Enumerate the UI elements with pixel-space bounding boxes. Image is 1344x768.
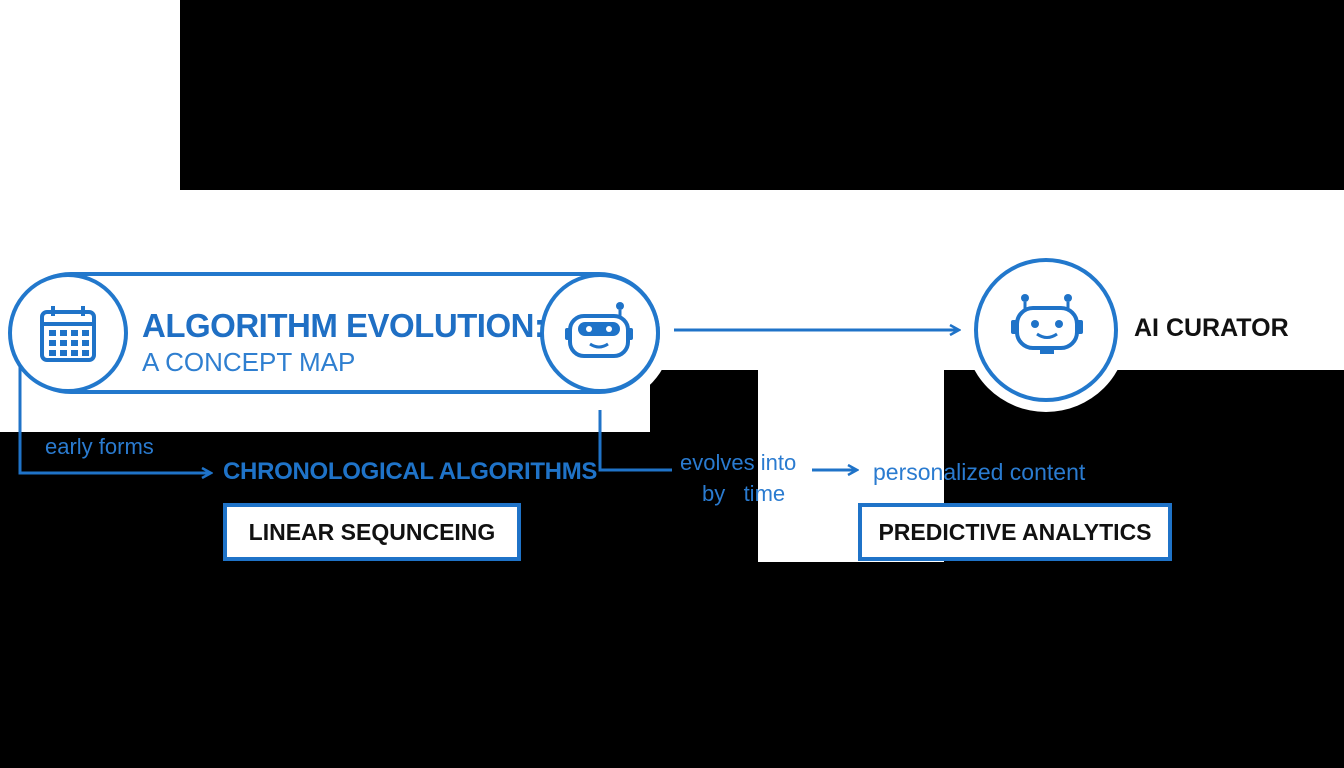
calendar-circle (8, 273, 128, 393)
box-linear-sequencing: LINEAR SEQUNCEING (223, 503, 521, 561)
page-subtitle: A CONCEPT MAP (142, 347, 356, 377)
page-title: ALGORITHM EVOLUTION: (142, 307, 545, 344)
connector-evolves (598, 410, 672, 472)
label-personalized-content: personalized content (873, 459, 1086, 485)
mask-bottom-center (758, 562, 958, 768)
label-ai-curator: AI CURATOR (1134, 314, 1289, 342)
label-evolves-into: evolves into (680, 450, 797, 475)
mask-under-capsule (640, 370, 758, 768)
box-predictive-analytics: PREDICTIVE ANALYTICS (858, 503, 1172, 561)
label-chronological-algorithms: CHRONOLOGICAL ALGORITHMS (223, 458, 598, 485)
arrow-early-forms (18, 365, 210, 473)
robot-icon (565, 302, 633, 358)
halo-middle-strip (630, 370, 650, 432)
mask-left-lower (0, 432, 640, 768)
calendar-icon (40, 306, 96, 362)
box-linear-label: LINEAR SEQUNCEING (248, 518, 496, 545)
mask-right-mid (944, 370, 1344, 768)
mask-top (180, 0, 1344, 190)
label-early-forms: early forms (45, 434, 154, 459)
robot-icon-right (1011, 294, 1083, 354)
label-by-time: by time (702, 481, 786, 506)
box-predictive-label: PREDICTIVE ANALYTICS (878, 518, 1152, 545)
robot-circle-right (974, 258, 1118, 402)
